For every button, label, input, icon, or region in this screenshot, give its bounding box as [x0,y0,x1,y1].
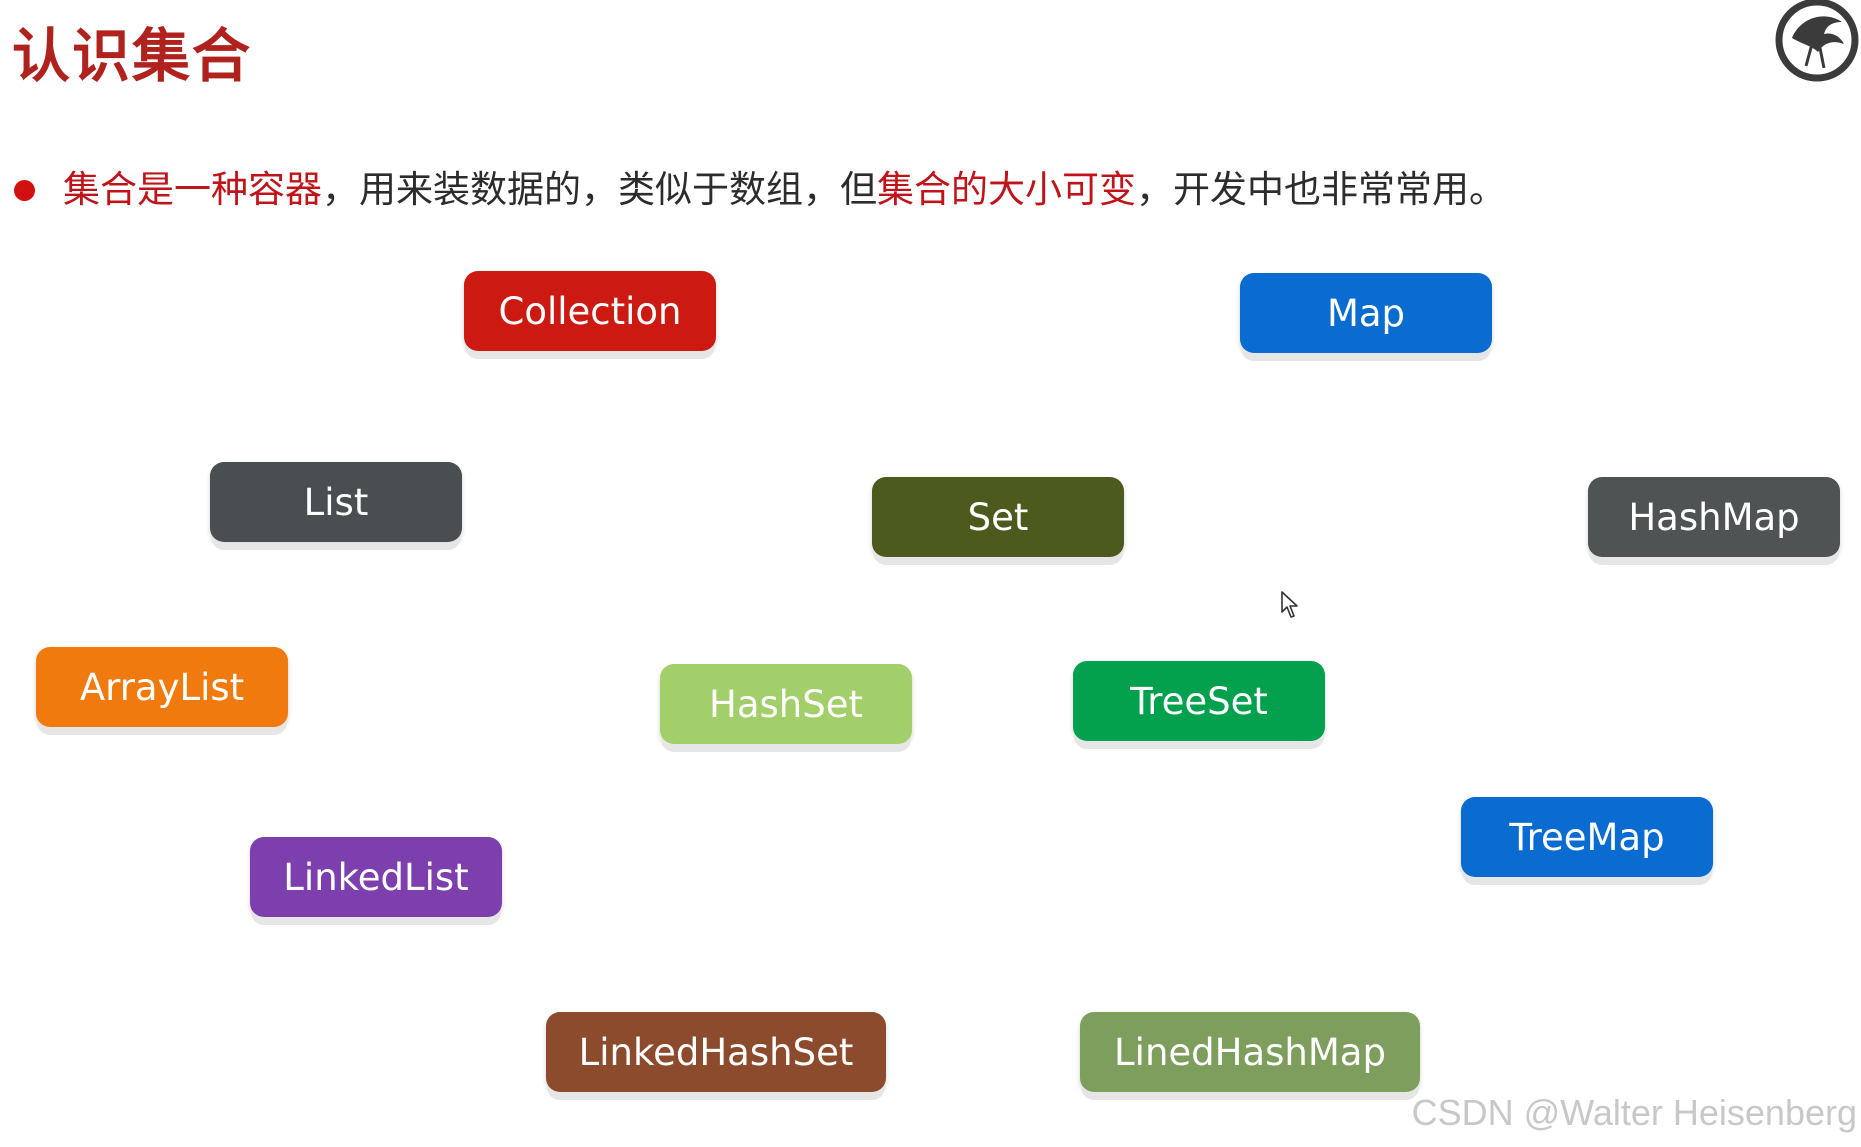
node-hashset[interactable]: HashSet [660,664,912,744]
dragon-logo-icon [1775,0,1859,82]
bullet-text-normal-2: ，开发中也非常常用。 [1136,168,1506,211]
node-treeset[interactable]: TreeSet [1073,661,1325,741]
bullet-dot-icon [14,179,35,201]
node-arraylist[interactable]: ArrayList [36,647,288,727]
bullet-item: 集合是一种容器，用来装数据的，类似于数组，但集合的大小可变，开发中也非常常用。 [14,162,1506,218]
page-title: 认识集合 [12,22,253,90]
node-hashmap[interactable]: HashMap [1588,477,1840,557]
node-collection[interactable]: Collection [464,271,716,351]
node-linedhashmap[interactable]: LinedHashMap [1080,1012,1420,1092]
bullet-text-normal-1: ，用来装数据的，类似于数组，但 [322,168,877,211]
node-linkedlist[interactable]: LinkedList [250,837,502,917]
bullet-text-highlight-1: 集合是一种容器 [63,168,322,211]
mouse-cursor-icon [1281,591,1298,618]
bullet-text-highlight-2: 集合的大小可变 [877,168,1136,211]
node-treemap[interactable]: TreeMap [1461,797,1713,877]
node-list[interactable]: List [210,462,462,542]
node-set[interactable]: Set [872,477,1124,557]
node-map[interactable]: Map [1240,273,1492,353]
node-linkedhashset[interactable]: LinkedHashSet [546,1012,886,1092]
watermark: CSDN @Walter Heisenberg [1411,1092,1857,1133]
